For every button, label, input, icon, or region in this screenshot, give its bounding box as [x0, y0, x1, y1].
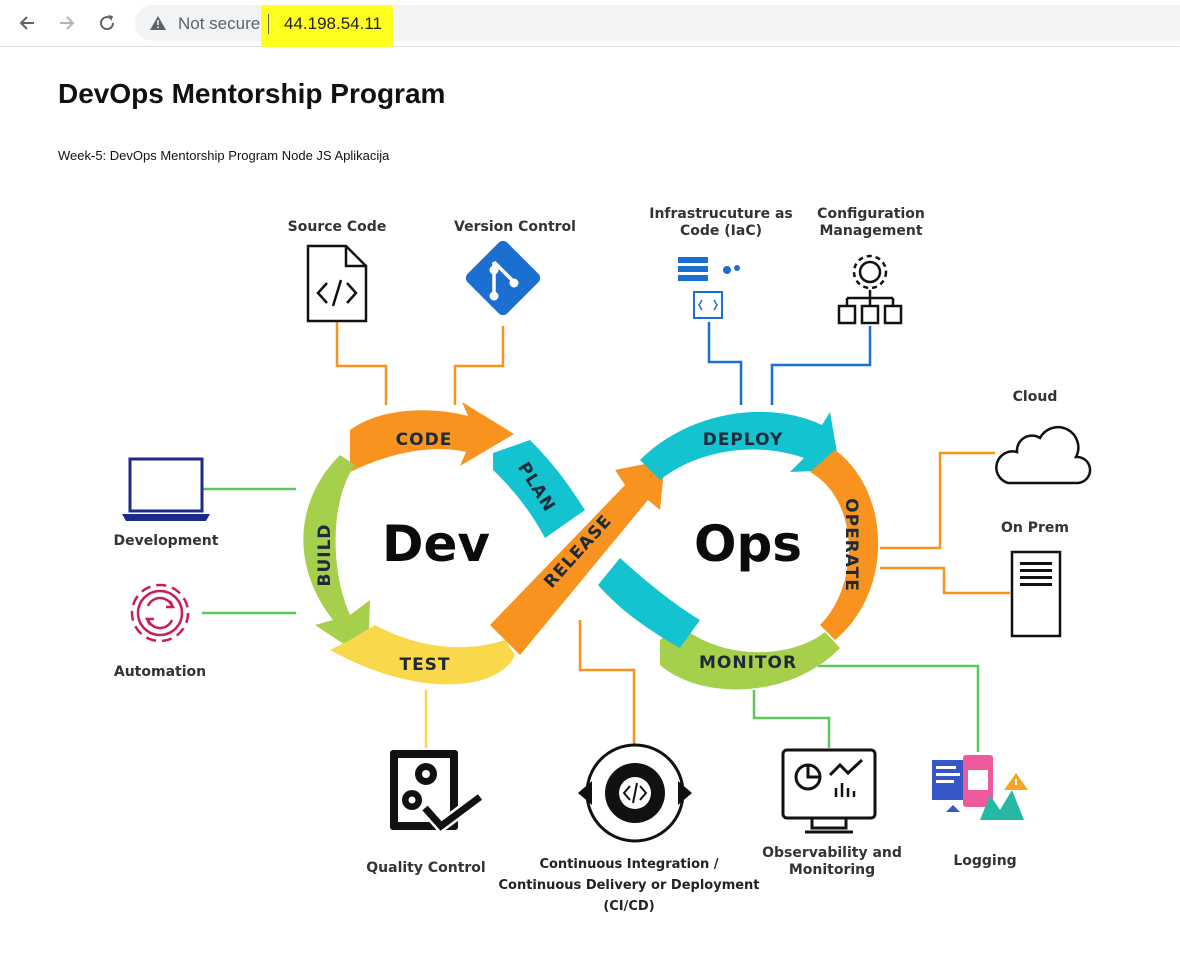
segment-operate [810, 450, 879, 640]
segment-monitor-label: MONITOR [699, 653, 797, 673]
page-title: DevOps Mentorship Program [58, 78, 446, 109]
ops-label: Ops [694, 515, 802, 573]
segment-build-label: BUILD [315, 523, 335, 586]
cloud-icon [995, 425, 1092, 485]
on-prem-label: On Prem [1001, 520, 1069, 536]
observability-label-line1: Observability and [762, 845, 902, 861]
back-arrow-icon [19, 16, 34, 30]
automation-gear-icon [130, 583, 190, 643]
quality-control-icon [390, 750, 484, 835]
line-iac [707, 322, 743, 405]
forward-button[interactable] [52, 8, 82, 38]
cicd-label-line3: (CI/CD) [603, 899, 654, 914]
reload-icon [100, 15, 115, 31]
logging-label: Logging [953, 853, 1016, 869]
segment-plan [493, 440, 585, 538]
iac-label-line2: Code (IaC) [680, 223, 762, 239]
security-label[interactable]: Not secure [178, 14, 261, 33]
url-text[interactable]: 44.198.54.11 [284, 14, 382, 33]
laptop-icon [122, 457, 210, 521]
line-cloud [880, 451, 995, 550]
forward-arrow-icon [60, 16, 75, 30]
configuration-icon [837, 254, 903, 325]
config-label-line2: Management [819, 223, 922, 239]
source-code-icon [306, 244, 368, 323]
segment-build [303, 455, 370, 660]
line-version-control [453, 326, 505, 405]
source-code-label: Source Code [288, 219, 387, 235]
dev-label: Dev [382, 515, 490, 573]
segment-test [330, 625, 515, 685]
automation-label: Automation [114, 664, 206, 680]
url-separator [268, 14, 269, 34]
segment-code [350, 402, 514, 472]
iac-icon [678, 257, 740, 319]
observability-monitor-icon [781, 748, 877, 834]
line-on-prem [880, 566, 1010, 595]
version-control-label: Version Control [454, 219, 576, 235]
reload-button[interactable] [92, 8, 122, 38]
cloud-label: Cloud [1013, 389, 1058, 405]
segment-test-label: TEST [399, 655, 450, 675]
segment-code-label: CODE [396, 430, 453, 450]
line-observability [752, 690, 831, 748]
cicd-label-line2: Continuous Delivery or Deployment [498, 878, 759, 893]
cicd-label-line1: Continuous Integration / [539, 857, 718, 872]
warning-triangle-icon [150, 16, 166, 30]
back-button[interactable] [12, 8, 42, 38]
segment-deploy [640, 411, 840, 480]
line-cicd [578, 620, 636, 744]
page-subtitle: Week-5: DevOps Mentorship Program Node J… [58, 148, 390, 163]
address-bar[interactable]: Not secure 44.198.54.11 [135, 5, 1180, 47]
line-logging [818, 664, 980, 752]
iac-label-line1: Infrastrucuture as [649, 206, 793, 222]
segment-release-return [598, 558, 700, 648]
config-label-line1: Configuration [817, 206, 925, 222]
segment-release [490, 460, 665, 655]
development-label: Development [114, 533, 219, 549]
url-highlight [261, 5, 393, 47]
segment-deploy-label: DEPLOY [703, 430, 784, 450]
browser-toolbar: Not secure 44.198.54.11 [0, 0, 1180, 47]
observability-label-line2: Monitoring [789, 862, 875, 878]
cicd-icon [578, 743, 692, 843]
connector-lines [202, 322, 1010, 752]
line-config [770, 326, 872, 405]
git-icon [465, 240, 541, 316]
logging-icon [932, 755, 1028, 820]
server-icon [1010, 550, 1062, 638]
segment-monitor [660, 625, 840, 690]
segment-operate-label: OPERATE [841, 498, 861, 592]
quality-control-label: Quality Control [366, 860, 485, 876]
line-source-code [335, 322, 388, 405]
